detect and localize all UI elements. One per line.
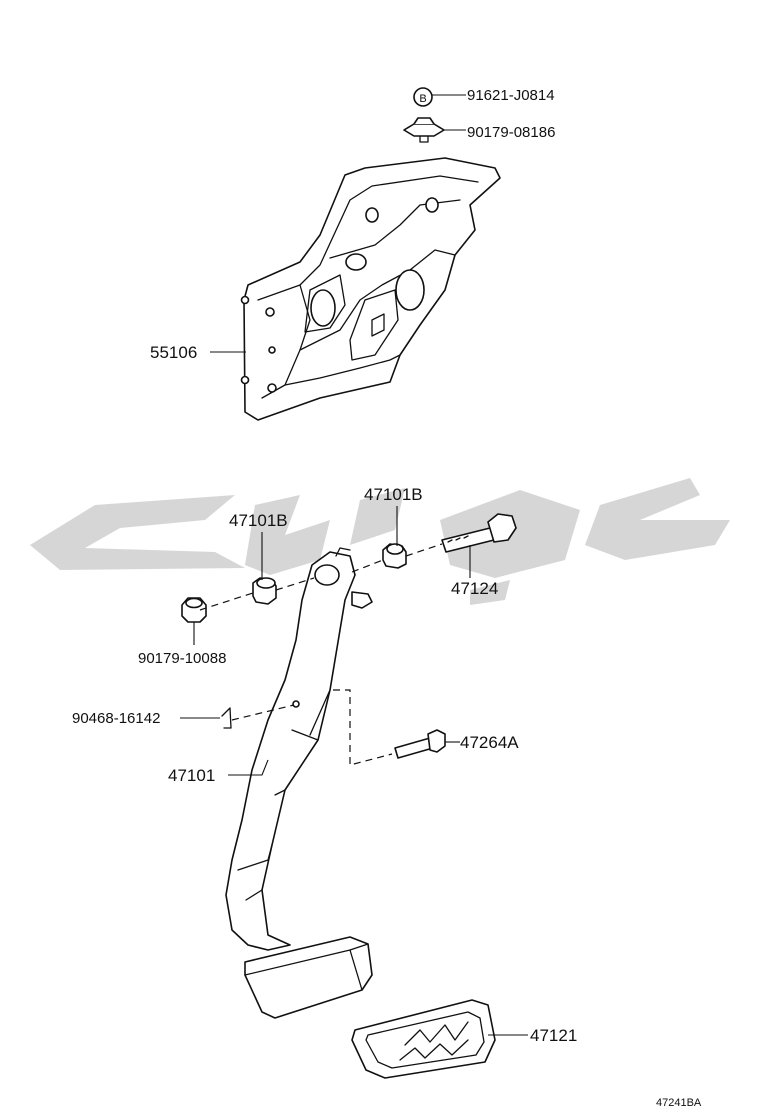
label-47264a: 47264A (460, 733, 519, 752)
reference-code: 47241BA (656, 1097, 702, 1109)
pedal-pad-47121 (351, 999, 496, 1079)
label-90179-08186: 90179-08186 (467, 124, 555, 141)
pin-90468-16142 (221, 707, 232, 729)
assembly-lines (199, 543, 443, 766)
label-55106: 55106 (150, 343, 197, 362)
label-47121: 47121 (530, 1026, 577, 1045)
pedal-pad-mount (244, 936, 373, 1019)
nut-90179-10088 (181, 597, 207, 623)
label-90468-16142: 90468-16142 (72, 710, 160, 727)
bolt-91621-j0814: B (413, 87, 433, 107)
bolt-47124 (441, 513, 517, 553)
label-47101b-left: 47101B (229, 511, 288, 530)
bolt-47264a (394, 729, 446, 759)
marker-b: B (419, 93, 426, 105)
label-47101: 47101 (168, 766, 215, 785)
callout-labels: 91621-J0814 90179-08186 55106 47101B 471… (72, 87, 702, 1109)
brake-pedal-arm-47101 (225, 547, 373, 951)
bushing-47101b-right (382, 543, 407, 569)
label-47124: 47124 (451, 579, 498, 598)
label-91621-j0814: 91621-J0814 (467, 87, 555, 104)
pedal-support-bracket-55106 (240, 157, 501, 421)
bushing-47101b-left (252, 577, 277, 605)
leader-lines (180, 94, 528, 1036)
label-47101b-right: 47101B (364, 485, 423, 504)
nut-90179-08186 (403, 117, 445, 143)
label-90179-10088: 90179-10088 (138, 650, 226, 667)
